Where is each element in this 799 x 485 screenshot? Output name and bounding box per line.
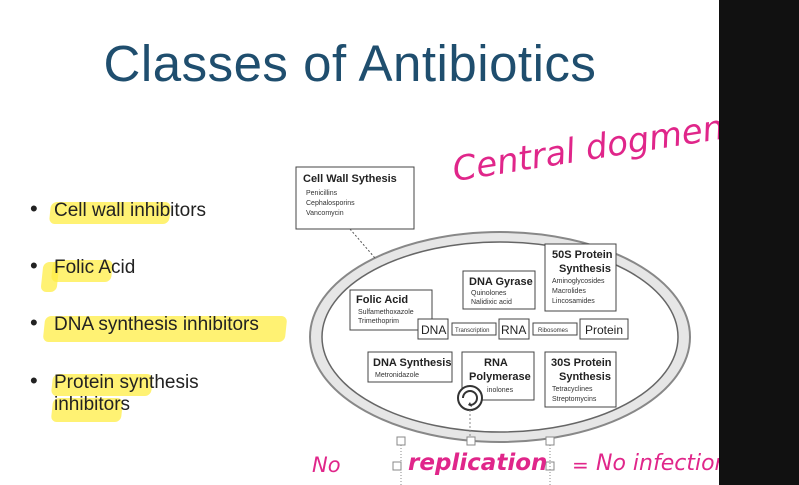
cell-wall-box xyxy=(295,166,415,230)
rna-poly-title: Polymerase xyxy=(469,371,531,383)
folic-acid-title: Folic Acid xyxy=(356,294,408,306)
cell-wall-item: Cephalosporins xyxy=(306,200,355,207)
page-title: Classes of Antibiotics xyxy=(103,35,597,92)
refresh-icon xyxy=(457,385,483,411)
bullet-label: Protein synthesis xyxy=(54,372,199,393)
bullet-item: • DNA synthesis inhibitors xyxy=(30,310,259,336)
dna-gyrase-item: Quinolones xyxy=(471,290,507,297)
cell-wall-pointer xyxy=(349,228,376,259)
dna-synthesis-title: DNA Synthesis xyxy=(373,357,451,369)
dna-synthesis-item: Metronidazole xyxy=(375,372,419,379)
folic-acid-item: Trimethoprim xyxy=(358,318,399,325)
antibiotic-diagram: Cell Wall Sythesis Penicillins Cephalosp… xyxy=(295,166,691,485)
bullet-item: • Cell wall inhibitors xyxy=(30,196,207,222)
s50-title: 50S Protein xyxy=(552,249,613,261)
s50-title: Synthesis xyxy=(559,263,611,275)
folic-acid-box xyxy=(349,289,433,331)
bullet-dot: • xyxy=(30,196,38,221)
protein-node-label: Protein xyxy=(585,323,623,337)
rna-poly-title: RNA xyxy=(484,357,508,369)
rna-poly-item: inolones xyxy=(487,387,514,394)
dna-node xyxy=(417,318,449,340)
transcription-label: Transcription xyxy=(455,328,489,334)
slide: Classes of Antibiotics • Cell wall inhib… xyxy=(30,35,719,485)
protein-node xyxy=(579,318,629,340)
annotation-replication: replication xyxy=(408,450,548,476)
s30-title: 30S Protein xyxy=(551,357,612,369)
annotation-no: No xyxy=(312,453,341,477)
s30-item: Tetracyclines xyxy=(552,386,593,393)
cell-wall-title: Cell Wall Sythesis xyxy=(303,173,397,185)
annotation-equals: = xyxy=(572,453,589,477)
bullet-dot: • xyxy=(30,368,38,393)
s50-item: Lincosamides xyxy=(552,298,595,305)
bullet-dot: • xyxy=(30,253,38,278)
s50-item: Macrolides xyxy=(552,288,586,295)
s50-item: Aminoglycosides xyxy=(552,278,605,285)
dna-node-label: DNA xyxy=(421,323,446,337)
dna-gyrase-title: DNA Gyrase xyxy=(469,276,533,288)
s30-title: Synthesis xyxy=(559,371,611,383)
folic-acid-item: Sulfamethoxazole xyxy=(358,309,414,316)
bullet-label: Folic Acid xyxy=(54,257,136,278)
transcription-arrow xyxy=(451,322,497,336)
dna-synthesis-box xyxy=(367,351,453,383)
bullet-label-continued: inhibitors xyxy=(54,394,131,415)
annotation-no-infection: No infection xyxy=(596,451,719,476)
cell-wall-item: Vancomycin xyxy=(306,210,344,217)
rna-node xyxy=(498,318,530,340)
s30-box xyxy=(544,351,617,408)
ribosomes-arrow xyxy=(532,322,578,336)
bullet-label: DNA synthesis inhibitors xyxy=(54,314,259,335)
bullet-item: • Folic Acid xyxy=(30,253,136,279)
s50-box xyxy=(544,243,617,312)
bullet-label: Cell wall inhibitors xyxy=(54,200,207,221)
rna-node-label: RNA xyxy=(501,323,526,337)
dna-gyrase-box xyxy=(462,270,536,310)
cell-wall-item: Penicillins xyxy=(306,190,338,197)
bullet-dot: • xyxy=(30,310,38,335)
ribosomes-label: Ribosomes xyxy=(538,328,568,334)
s30-item: Streptomycins xyxy=(552,396,597,403)
side-panel xyxy=(719,0,799,485)
bullet-item: • Protein synthesis inhibitors xyxy=(30,368,199,416)
dna-gyrase-item: Nalidixic acid xyxy=(471,299,512,306)
